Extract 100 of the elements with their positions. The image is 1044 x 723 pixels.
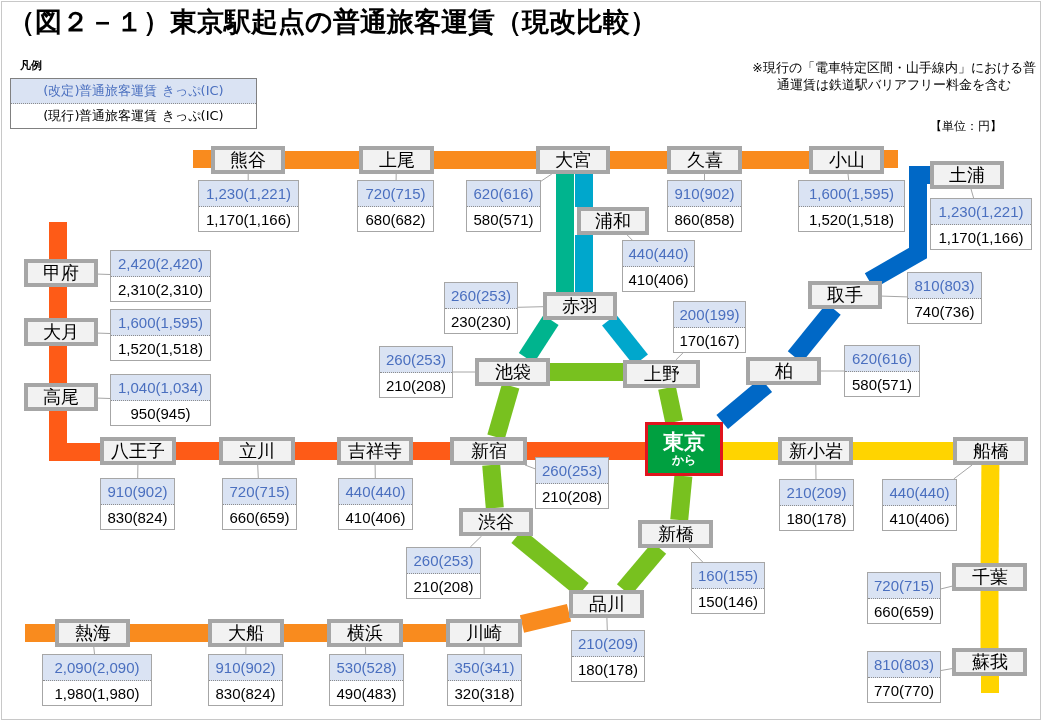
leader-line — [524, 464, 536, 470]
revised-fare: 2,090(2,090) — [43, 655, 151, 681]
leader-line — [540, 173, 553, 182]
station-box — [623, 360, 700, 388]
fare-box — [110, 374, 211, 426]
station-name: 小山 — [828, 151, 865, 169]
fare-box — [198, 180, 299, 232]
leader-line — [704, 173, 705, 181]
fare-box — [338, 478, 413, 530]
rail-line — [49, 222, 67, 259]
station-box — [100, 437, 176, 465]
leader-line — [606, 617, 608, 631]
station-box — [809, 146, 884, 174]
leader-line — [483, 646, 485, 655]
fare-box — [406, 547, 481, 599]
station-box — [24, 259, 98, 287]
revised-fare: 530(528) — [330, 655, 403, 681]
rail-line — [434, 151, 536, 169]
revised-fare: 260(253) — [407, 548, 480, 574]
leader-line — [815, 464, 817, 480]
station-name: 柏 — [774, 362, 793, 380]
revised-fare: 620(616) — [845, 346, 919, 372]
revised-fare: 1,600(1,595) — [111, 310, 210, 336]
revised-fare: 260(253) — [536, 458, 608, 484]
station-name: 横浜 — [347, 624, 383, 642]
current-fare: 580(571) — [850, 375, 913, 395]
fare-box — [571, 630, 645, 682]
station-name: 赤羽 — [562, 297, 598, 315]
fare-box — [622, 240, 695, 292]
station-box — [211, 146, 285, 174]
legend-swatch: (改定)普通旅客運賃 きっぷ(IC) — [11, 79, 256, 104]
current-fare: 150(146) — [696, 592, 759, 612]
fare-box — [779, 479, 854, 531]
station-name: 八王子 — [111, 442, 165, 460]
fare-box — [844, 345, 920, 397]
rail-line — [285, 151, 359, 169]
fare-box — [379, 346, 453, 398]
rail-line — [853, 442, 953, 460]
fare-box — [466, 180, 541, 232]
station-box — [55, 619, 130, 647]
current-fare: 210(208) — [412, 577, 475, 597]
station-box — [638, 520, 713, 548]
revised-fare: 210(209) — [780, 480, 853, 506]
station-box — [450, 437, 527, 465]
leader-line — [247, 173, 249, 181]
station-name: 新小岩 — [788, 442, 843, 460]
rail-line — [980, 591, 999, 648]
revised-fare: 810(803) — [908, 273, 981, 299]
revised-fare: 2,420(2,420) — [111, 251, 210, 277]
rail-line — [49, 287, 67, 318]
leader-line — [820, 370, 845, 372]
current-fare: 2,310(2,310) — [116, 280, 205, 300]
current-fare: 180(178) — [785, 509, 848, 529]
current-fare: 950(945) — [129, 404, 192, 424]
revised-fare: 440(440) — [623, 241, 694, 267]
station-box — [208, 619, 284, 647]
current-fare: 680(682) — [364, 210, 427, 230]
current-fare: 210(208) — [540, 487, 603, 507]
station-name: 渋谷 — [478, 513, 514, 531]
station-name: 熱海 — [74, 624, 111, 642]
leader-line — [364, 646, 367, 655]
rail-line — [658, 386, 683, 424]
rail-line — [413, 442, 450, 460]
fare-box — [357, 180, 434, 232]
station-box — [778, 437, 853, 465]
fare-box — [798, 180, 905, 232]
current-fare: 410(406) — [344, 508, 407, 528]
revised-fare: 260(253) — [380, 347, 452, 373]
rail-line — [884, 150, 898, 168]
fare-box — [100, 478, 175, 530]
leader-line — [245, 646, 247, 655]
fare-box — [447, 654, 522, 706]
leader-line — [452, 371, 476, 373]
current-fare: 180(178) — [576, 660, 639, 680]
revised-fare: 210(209) — [572, 631, 644, 657]
current-fare: 410(406) — [888, 509, 951, 529]
fare-box — [444, 282, 518, 334]
leader-line — [970, 188, 975, 199]
station-name: 大月 — [43, 323, 79, 341]
rail-line — [723, 442, 778, 460]
station-box — [667, 146, 742, 174]
station-name: 蘇我 — [971, 653, 1008, 671]
fare-box — [673, 301, 746, 353]
revised-fare: 1,230(1,221) — [199, 181, 298, 207]
revised-fare: 910(902) — [101, 479, 174, 505]
leader-line — [688, 547, 704, 563]
rail-line — [610, 151, 667, 169]
leader-line — [940, 668, 953, 671]
station-box — [475, 358, 550, 386]
footnote-text: ※現行の「電車特定区間・山手線内」における普通運賃は鉄道駅バリアフリー料金を含む — [751, 60, 1037, 94]
revised-fare: 1,600(1,595) — [799, 181, 904, 207]
station-name: 新橋 — [657, 525, 694, 543]
station-box — [24, 383, 98, 411]
station-box — [337, 437, 413, 465]
rail-line — [49, 411, 100, 461]
revised-fare: 910(902) — [668, 181, 741, 207]
station-box — [953, 437, 1028, 465]
fare-box — [867, 651, 941, 703]
station-box — [543, 292, 617, 320]
current-fare: 660(659) — [872, 602, 935, 622]
